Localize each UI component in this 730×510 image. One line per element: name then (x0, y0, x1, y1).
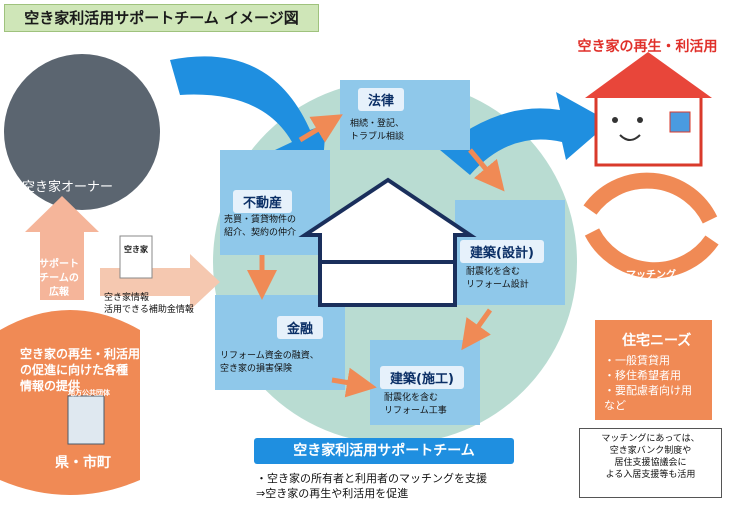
segment-realestate-text: 売買・賃貸物件の 紹介、契約の仲介 (224, 215, 297, 238)
goal-title: 空き家の再生・利活用 (577, 39, 718, 55)
document-icon (119, 235, 153, 279)
segment-finance-label: 金融 (277, 316, 324, 339)
publicity-text: サポート チームの 広報 (39, 259, 79, 298)
segment-finance-text: リフォーム資金の融資、 空き家の損害保険 (220, 351, 319, 374)
connector-law-design (468, 148, 505, 192)
owner-to-team-arrow (170, 56, 326, 176)
matching-arrow-bottom (584, 228, 719, 279)
owner-label: 空き家オーナー (22, 180, 114, 195)
segment-law-text: 相続・登記、 トラブル相談 (350, 119, 405, 142)
segment-realestate-label: 不動産 (233, 190, 293, 213)
needs-item: ・要配慮者向け用 (604, 384, 692, 397)
document-label: 空き家 (124, 245, 148, 254)
segment-design-label: 建築(設計) (460, 240, 544, 263)
central-house (298, 177, 477, 307)
owner-circle (4, 54, 160, 210)
needs-title: 住宅ニーズ (622, 333, 692, 349)
matching-label: マッチング (626, 270, 676, 281)
segment-construction-text: 耐震化を含む リフォーム工事 (384, 393, 447, 416)
needs-item: ・移住希望者用 (604, 369, 681, 382)
needs-list: ・一般賃貸用 ・移住希望者用 ・要配慮者向け用 など (604, 353, 692, 413)
needs-item: ・一般賃貸用 (604, 354, 670, 367)
prefecture-label: 県・市町 (55, 455, 111, 471)
matching-note: マッチングにあっては、 空き家バンク制度や 居住支援協議会に よる入居支援等も活… (579, 428, 722, 498)
prefecture-promo-text: 空き家の再生・利活用 の促進に向けた各種 情報の提供 (20, 347, 141, 393)
matching-arrow-top (583, 172, 718, 224)
goal-house-roof (585, 52, 712, 98)
townhall-sign: 地方公共団体 (68, 389, 110, 397)
segment-law-label: 法律 (358, 88, 405, 111)
diagram-title: 空き家利活用サポートチーム イメージ図 (4, 4, 319, 32)
team-label: 空き家利活用サポートチーム (254, 438, 514, 464)
needs-item: など (604, 399, 626, 412)
connector-design-construction (461, 308, 493, 351)
segment-design-text: 耐震化を含む リフォーム設計 (466, 267, 529, 290)
connector-finance-construction (331, 367, 377, 398)
info-text: 空き家情報 活用できる補助金情報 (104, 293, 194, 315)
team-notes: ・空き家の所有者と利用者のマッチングを支援 ⇒空き家の再生や利活用を促進 (256, 472, 487, 500)
connector-law-realestate (298, 114, 343, 143)
segment-construction-label: 建築(施工) (380, 366, 464, 389)
townhall-icon (67, 395, 105, 445)
publicity-arrow (25, 196, 99, 300)
team-to-goal-arrow (440, 92, 610, 175)
needs-area (595, 320, 712, 420)
